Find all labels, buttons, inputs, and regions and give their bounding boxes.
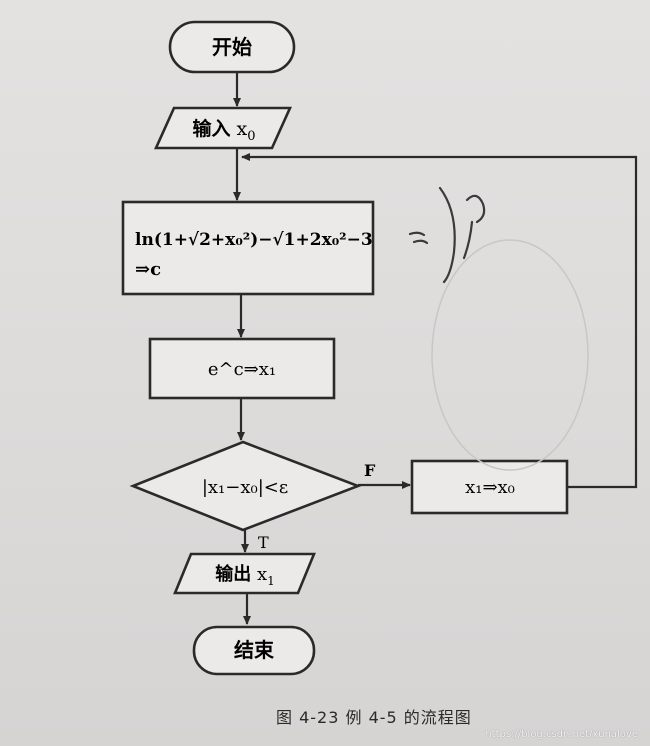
- output-label: 输出 x1: [215, 563, 275, 588]
- decision-node: |x₁−x₀|<ε: [129, 440, 362, 532]
- figure-caption: 图 4-23 例 4-5 的流程图: [276, 708, 472, 727]
- input-node: 输入 x0: [153, 106, 293, 150]
- decision-label: |x₁−x₀|<ε: [202, 477, 288, 498]
- compute-c-formula-line2: ⇒c: [135, 259, 161, 280]
- compute-c-formula-line1: ln(1+√2+x₀²)−√1+2x₀²−3: [135, 230, 373, 250]
- watermark: https://blog.csdn.net/xunalove: [485, 729, 638, 740]
- update-node: x₁⇒x₀: [410, 459, 569, 515]
- faint-pencil-circle: [431, 239, 589, 471]
- true-branch-label: T: [258, 533, 269, 552]
- end-node: 结束: [192, 625, 316, 676]
- exp-label: e^c⇒x₁: [208, 359, 276, 380]
- input-label: 输入 x0: [192, 117, 255, 144]
- end-label: 结束: [234, 638, 275, 662]
- exp-node: e^c⇒x₁: [148, 337, 336, 400]
- start-node: 开始: [168, 20, 296, 74]
- update-label: x₁⇒x₀: [465, 477, 515, 498]
- edge-loop-back: [241, 153, 638, 489]
- false-branch-label: F: [364, 461, 376, 480]
- handwritten-scribble: [408, 186, 486, 284]
- compute-c-node: ln(1+√2+x₀²)−√1+2x₀²−3 ⇒c: [121, 200, 375, 296]
- start-label: 开始: [212, 35, 252, 59]
- output-node: 输出 x1: [173, 552, 316, 595]
